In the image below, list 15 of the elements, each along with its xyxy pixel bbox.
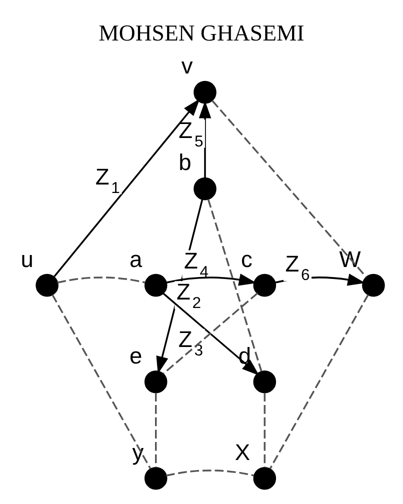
node-label: a bbox=[130, 246, 142, 272]
edge-label: Z$_{4}$ bbox=[184, 248, 209, 282]
node-label: y bbox=[132, 438, 144, 465]
edge-label: Z$_{6}$ bbox=[285, 250, 310, 284]
diagram-title: MOHSEN GHASEMI bbox=[98, 20, 304, 46]
node-label: X bbox=[234, 438, 250, 465]
node-label: c bbox=[240, 246, 252, 272]
node-label: e bbox=[130, 342, 142, 368]
node-label: b bbox=[178, 149, 192, 176]
edge-label: Z$_{1}$ bbox=[95, 163, 120, 197]
edge-label: Z$_{2}$ bbox=[176, 278, 202, 312]
node-label: v bbox=[181, 52, 193, 79]
edge-label: Z$_{5}$ bbox=[178, 116, 204, 150]
node-label: W bbox=[339, 246, 361, 272]
node-label: u bbox=[20, 246, 34, 272]
